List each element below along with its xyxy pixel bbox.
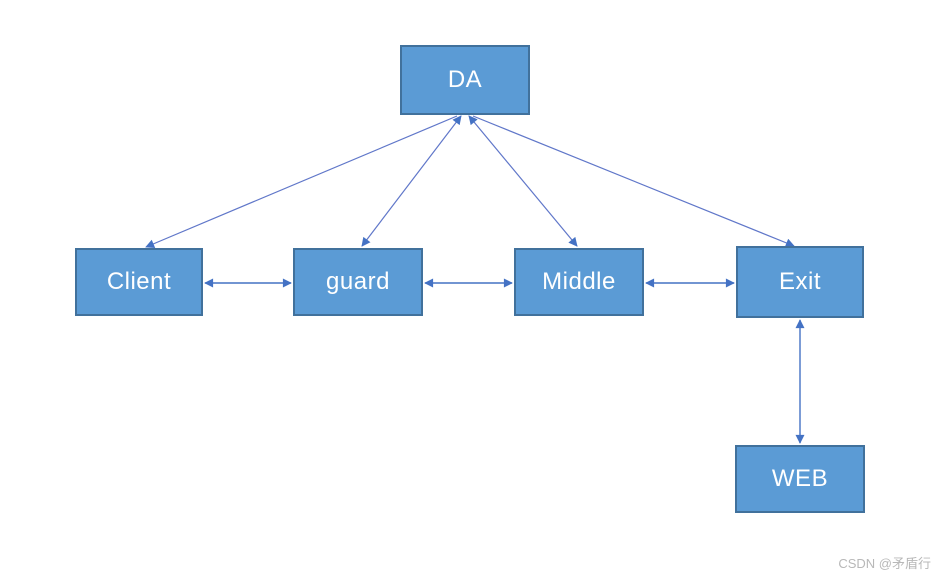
csdn-watermark: CSDN @矛盾行 [838, 556, 931, 571]
node-web-label: WEB [771, 465, 829, 492]
node-client-label: Client [106, 268, 172, 295]
edge-da-middle [468, 115, 578, 247]
edge-da-guard [361, 115, 462, 247]
edge-da-exit [472, 115, 795, 248]
node-exit: Exit [736, 246, 864, 318]
edge-da-client [145, 115, 458, 249]
node-da-label: DA [447, 66, 483, 93]
node-exit-label: Exit [778, 268, 821, 295]
node-client: Client [75, 248, 203, 316]
node-middle-label: Middle [542, 268, 616, 295]
node-web: WEB [735, 445, 865, 513]
node-middle: Middle [514, 248, 644, 316]
node-guard-label: guard [326, 268, 390, 295]
node-da: DA [400, 45, 530, 115]
node-guard: guard [293, 248, 423, 316]
